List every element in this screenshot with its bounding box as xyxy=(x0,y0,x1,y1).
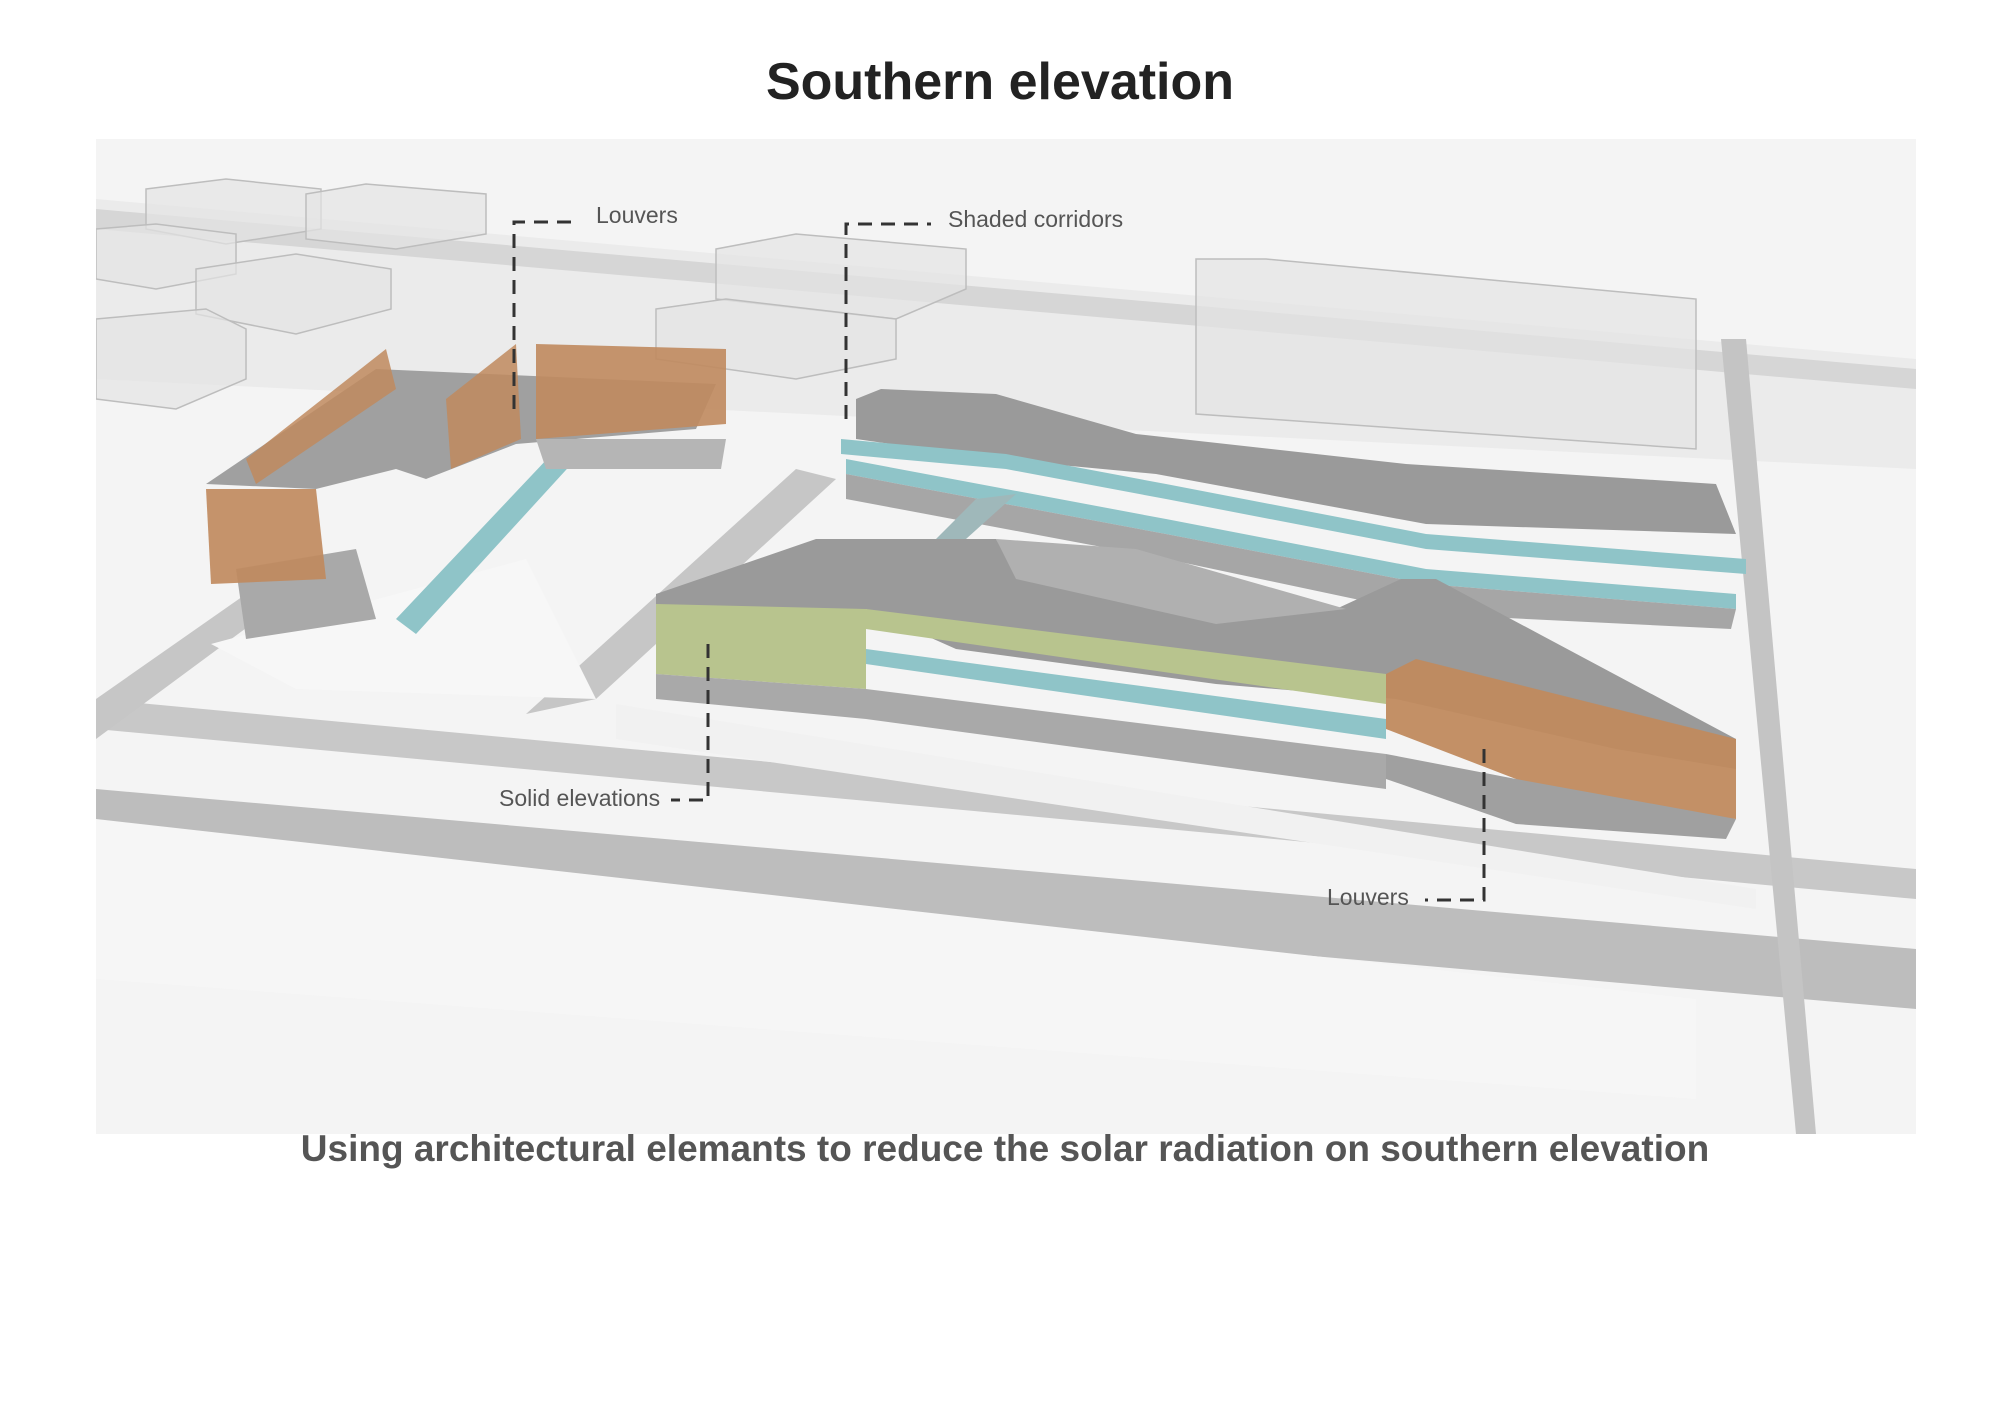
site-plot-left xyxy=(211,559,596,699)
site-model-render: Louvers Shaded corridors Solid elevation… xyxy=(96,139,1916,1134)
left-louver-facade-west xyxy=(206,489,326,584)
upper-right-corridor-1 xyxy=(841,439,1746,574)
diagram-caption: Using architectural elemants to reduce t… xyxy=(300,1128,1710,1169)
main-louver-facade xyxy=(1386,659,1736,819)
left-louver-facade-north xyxy=(246,349,396,484)
leader-louvers-bottom xyxy=(1425,749,1486,902)
left-louver-facade-mid xyxy=(446,344,521,469)
building-upper-right xyxy=(841,389,1746,629)
annotation-louvers-bottom: Louvers xyxy=(1327,884,1409,910)
leader-shaded-corridors xyxy=(844,222,931,419)
site-plot-main xyxy=(616,704,1756,909)
upper-right-link-bridge xyxy=(936,494,1016,539)
annotation-louvers-top: Louvers xyxy=(596,202,678,228)
left-corridor xyxy=(396,439,726,634)
annotation-solid-elevations: Solid elevations xyxy=(499,785,661,811)
leader-louvers-top xyxy=(512,220,574,409)
left-louver-facade-east xyxy=(536,344,726,439)
annotation-shaded-corridors: Shaded corridors xyxy=(948,206,1124,232)
leader-solid-elevations xyxy=(671,644,710,802)
road-right-vertical xyxy=(1721,339,1816,1134)
main-base-east xyxy=(1386,754,1736,839)
upper-right-corridor-2 xyxy=(846,459,1736,609)
upper-right-roof xyxy=(856,389,1736,534)
site-plot-lower xyxy=(96,819,1696,1099)
diagram-title: Southern elevation xyxy=(765,53,1235,111)
main-roof-glazing xyxy=(996,539,1346,624)
upper-right-base xyxy=(846,474,1736,629)
left-building-lower xyxy=(536,439,726,469)
building-left xyxy=(206,344,726,639)
main-corridor xyxy=(866,649,1386,739)
main-base xyxy=(656,674,1386,789)
building-main xyxy=(656,539,1736,839)
road-main xyxy=(96,789,1916,1009)
leader-lines xyxy=(512,220,1486,902)
main-solid-elevation-mid xyxy=(866,609,1386,704)
